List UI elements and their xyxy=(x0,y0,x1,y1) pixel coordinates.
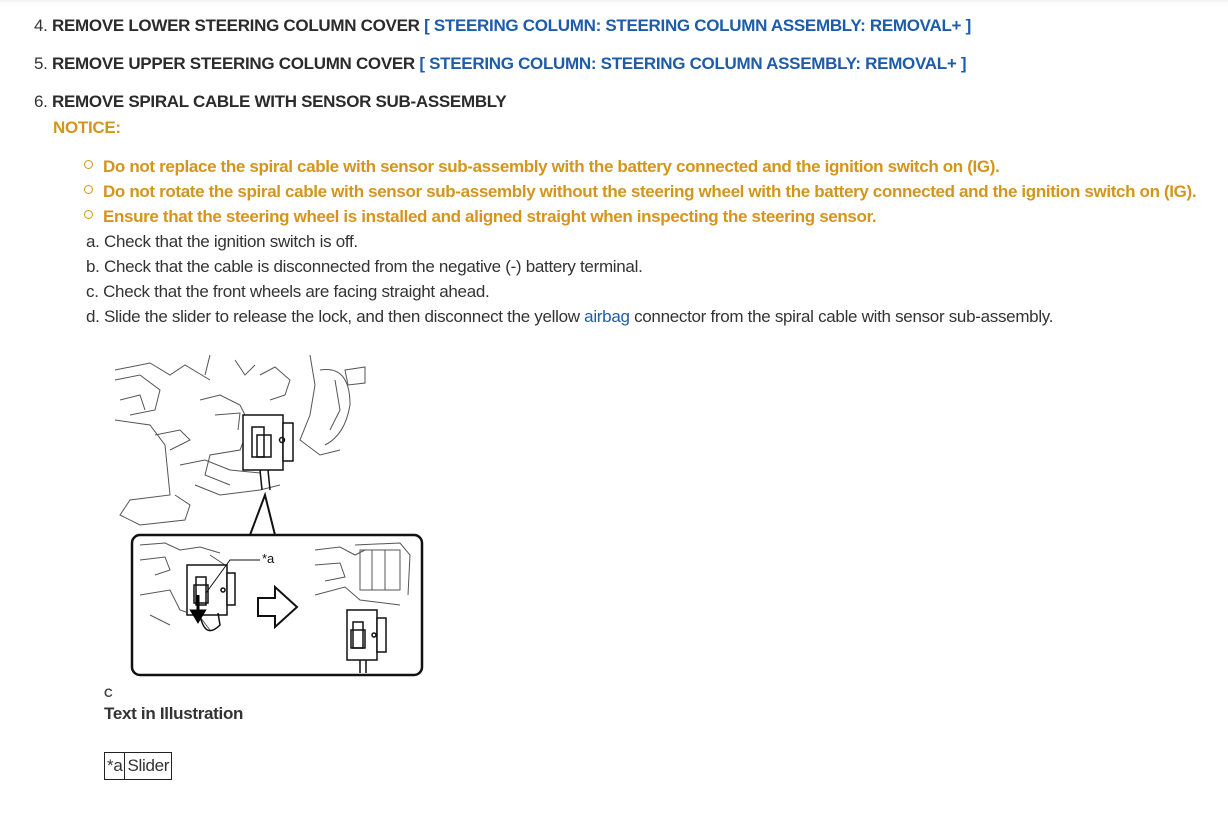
top-edge-shadow xyxy=(0,0,1228,4)
inset-right-linework xyxy=(314,542,411,606)
step-reference-link[interactable]: [ STEERING COLUMN: STEERING COLUMN ASSEM… xyxy=(419,54,967,73)
substep-list: a. Check that the ignition switch is off… xyxy=(86,229,1053,329)
step-title: REMOVE UPPER STEERING COLUMN COVER xyxy=(52,54,415,73)
substep-d: d. Slide the slider to release the lock,… xyxy=(86,307,1054,326)
figure-caption: Text in Illustration xyxy=(104,704,244,723)
step-number: 6. xyxy=(34,92,48,111)
circle-bullet-icon xyxy=(84,160,93,169)
down-arrow-icon xyxy=(189,595,207,624)
substep-c: c. Check that the front wheels are facin… xyxy=(86,282,490,301)
step-number: 4. xyxy=(34,16,48,35)
notice-label: NOTICE: xyxy=(53,118,121,137)
circle-bullet-icon xyxy=(84,210,93,219)
legend-key: *a xyxy=(103,752,126,780)
figure-code: C xyxy=(104,686,113,700)
step-title: REMOVE SPIRAL CABLE WITH SENSOR SUB-ASSE… xyxy=(52,92,507,111)
callout-label-a: *a xyxy=(262,551,275,566)
connector-upper xyxy=(242,414,294,491)
notice-item: Do not rotate the spiral cable with sens… xyxy=(84,179,1197,204)
right-arrow-icon xyxy=(257,584,299,630)
step-5: 5. REMOVE UPPER STEERING COLUMN COVER [ … xyxy=(34,54,967,74)
circle-bullet-icon xyxy=(84,185,93,194)
legend-value: Slider xyxy=(124,752,173,780)
step-4: 4. REMOVE LOWER STEERING COLUMN COVER [ … xyxy=(34,16,971,36)
step-number: 5. xyxy=(34,54,48,73)
dashboard-linework xyxy=(114,354,366,526)
illustration-spiral-cable-connector: *a xyxy=(110,354,430,685)
notice-item: Ensure that the steering wheel is instal… xyxy=(84,204,1196,229)
callout-pointer xyxy=(249,491,276,536)
illustration-legend-table: *a Slider xyxy=(103,752,173,780)
substep-b: b. Check that the cable is disconnected … xyxy=(86,257,643,276)
notice-list: Do not replace the spiral cable with sen… xyxy=(84,154,1197,229)
slider-leader-line xyxy=(205,559,260,594)
airbag-link[interactable]: airbag xyxy=(584,307,630,326)
legend-row: *a Slider xyxy=(103,752,173,780)
notice-item: Do not replace the spiral cable with sen… xyxy=(84,154,1196,179)
step-6: 6. REMOVE SPIRAL CABLE WITH SENSOR SUB-A… xyxy=(34,92,507,112)
step-reference-link[interactable]: [ STEERING COLUMN: STEERING COLUMN ASSEM… xyxy=(424,16,971,35)
step-title: REMOVE LOWER STEERING COLUMN COVER xyxy=(52,16,420,35)
inset-left-connector xyxy=(186,564,236,632)
substep-a: a. Check that the ignition switch is off… xyxy=(86,232,358,251)
inset-right-connector xyxy=(346,609,387,673)
